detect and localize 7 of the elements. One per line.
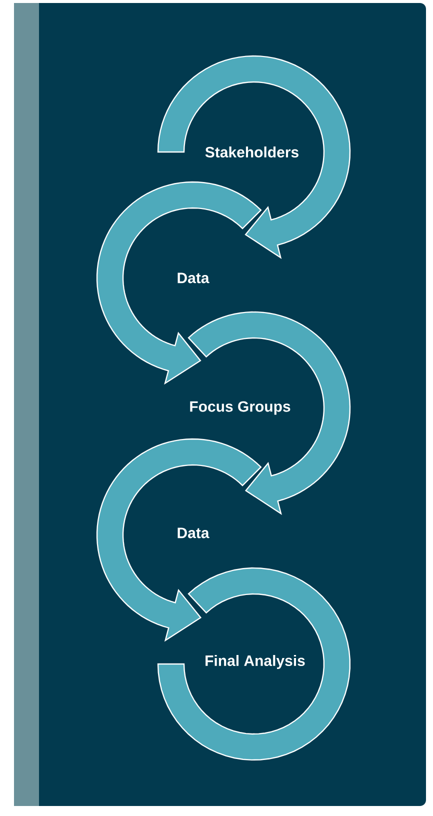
curved-arrow	[157, 55, 351, 260]
step-label: Focus Groups	[190, 401, 290, 415]
step-label: Data	[178, 272, 210, 284]
step-label: Stakeholders	[205, 146, 298, 158]
step-label: Data	[178, 528, 210, 538]
curved-arrow	[188, 311, 351, 515]
step-label: Final Analysis	[206, 655, 305, 669]
